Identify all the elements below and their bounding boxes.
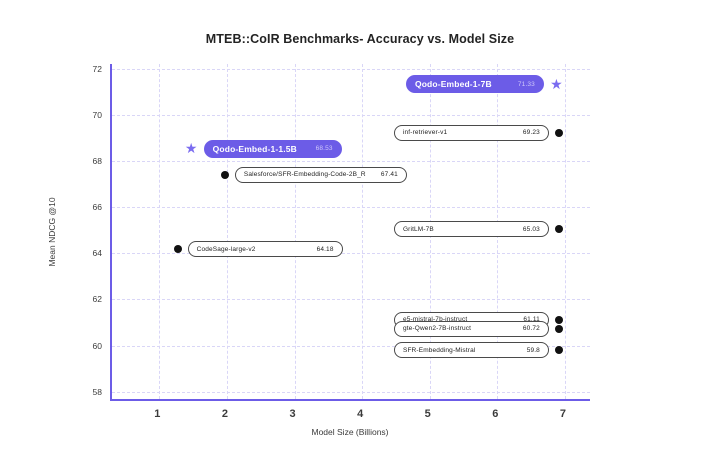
x-axis-label: Model Size (Billions)	[311, 427, 389, 437]
data-point-label: CodeSage-large-v2 64.18	[187, 241, 343, 258]
gridline-vertical	[159, 64, 161, 399]
x-tick-label: 7	[559, 408, 567, 420]
data-point-value: 71.33	[517, 80, 535, 88]
data-point-label: Salesforce/SFR-Embedding-Code-2B_R 67.41	[234, 166, 407, 183]
data-point-name: SFR-Embedding-Mistral	[402, 346, 476, 354]
data-point-name: inf-retriever-v1	[402, 129, 448, 137]
gridline-vertical	[294, 64, 296, 399]
data-point: Qodo-Embed-1-7B 71.33 ★	[405, 75, 563, 94]
x-tick-label: 3	[289, 408, 296, 420]
y-axis-ticks: 58 60 62 64 66 68 70 72	[76, 64, 102, 401]
data-point-value: 69.23	[522, 129, 540, 137]
dot-marker-icon	[554, 225, 563, 234]
gridline-horizontal	[112, 345, 590, 347]
data-point: Salesforce/SFR-Embedding-Code-2B_R 67.41	[220, 166, 407, 183]
data-point-label: inf-retriever-v1 69.23	[393, 124, 549, 141]
dot-marker-icon	[554, 128, 563, 137]
data-point: GritLM-7B 65.03	[393, 221, 563, 238]
gridline-vertical	[226, 64, 228, 399]
x-tick-label: 2	[221, 408, 228, 420]
data-point-name: Qodo-Embed-1-1.5B	[212, 143, 297, 154]
dot-marker-icon	[554, 346, 563, 355]
y-tick-label: 66	[92, 202, 102, 213]
x-tick-label: 5	[424, 408, 431, 420]
gridline-horizontal	[112, 68, 590, 70]
dot-marker-icon	[173, 245, 182, 254]
gridline-horizontal	[112, 299, 590, 301]
data-point-name: CodeSage-large-v2	[196, 245, 256, 253]
y-tick-label: 62	[92, 294, 102, 305]
data-point-label: Qodo-Embed-1-7B 71.33	[405, 75, 544, 94]
data-point-value: 60.72	[522, 325, 540, 333]
data-point-label: SFR-Embedding-Mistral 59.8	[393, 342, 549, 359]
y-tick-label: 60	[92, 340, 102, 351]
y-tick-label: 72	[92, 63, 102, 74]
x-tick-label: 6	[492, 408, 499, 420]
y-tick-label: 64	[92, 248, 102, 259]
star-marker-icon: ★	[184, 140, 198, 157]
data-point-value: 65.03	[522, 225, 540, 233]
y-tick-label: 70	[92, 109, 102, 120]
x-axis-ticks: 1 2 3 4 5 6 7	[110, 404, 590, 426]
data-point-name: Qodo-Embed-1-7B	[414, 79, 492, 90]
data-point-name: GritLM-7B	[402, 225, 434, 233]
data-point-name: e5-mistral-7b-instruct	[402, 316, 468, 324]
y-tick-label: 68	[92, 155, 102, 166]
data-point-value: 68.53	[315, 145, 333, 153]
data-point-label: Qodo-Embed-1-1.5B 68.53	[203, 139, 342, 158]
gridline-vertical	[564, 64, 566, 399]
dot-marker-icon	[554, 324, 563, 333]
gridline-horizontal	[112, 253, 590, 255]
dot-marker-icon	[554, 315, 563, 324]
data-point-label: GritLM-7B 65.03	[393, 221, 549, 238]
data-point: SFR-Embedding-Mistral 59.8	[393, 342, 563, 359]
gridline-horizontal	[112, 160, 590, 162]
data-point-value: 67.41	[380, 171, 398, 179]
data-point: gte-Qwen2-7B-instruct 60.72	[393, 320, 563, 337]
data-point-value: 64.18	[316, 245, 334, 253]
data-point-label: gte-Qwen2-7B-instruct 60.72	[393, 320, 549, 337]
x-tick-label: 4	[357, 408, 364, 420]
y-axis-label: Mean NDCG @10	[47, 197, 57, 267]
gridline-horizontal	[112, 207, 590, 209]
data-point: CodeSage-large-v2 64.18	[173, 241, 343, 258]
data-point-value: 61.11	[523, 316, 540, 324]
dot-marker-icon	[220, 170, 229, 179]
gridline-horizontal	[112, 114, 590, 116]
data-point-name: Salesforce/SFR-Embedding-Code-2B_R	[243, 171, 366, 179]
data-point: ★ Qodo-Embed-1-1.5B 68.53	[184, 139, 342, 158]
chart-title: MTEB::CoIR Benchmarks- Accuracy vs. Mode…	[205, 32, 515, 46]
x-tick-label: 1	[154, 408, 161, 420]
gridline-vertical	[362, 64, 364, 399]
data-point-name: gte-Qwen2-7B-instruct	[402, 325, 472, 333]
star-marker-icon: ★	[550, 75, 563, 92]
data-point-value: 59.8	[526, 346, 540, 354]
y-tick-label: 58	[92, 386, 102, 397]
data-point: inf-retriever-v1 69.23	[393, 124, 563, 141]
gridline-horizontal	[112, 391, 590, 393]
